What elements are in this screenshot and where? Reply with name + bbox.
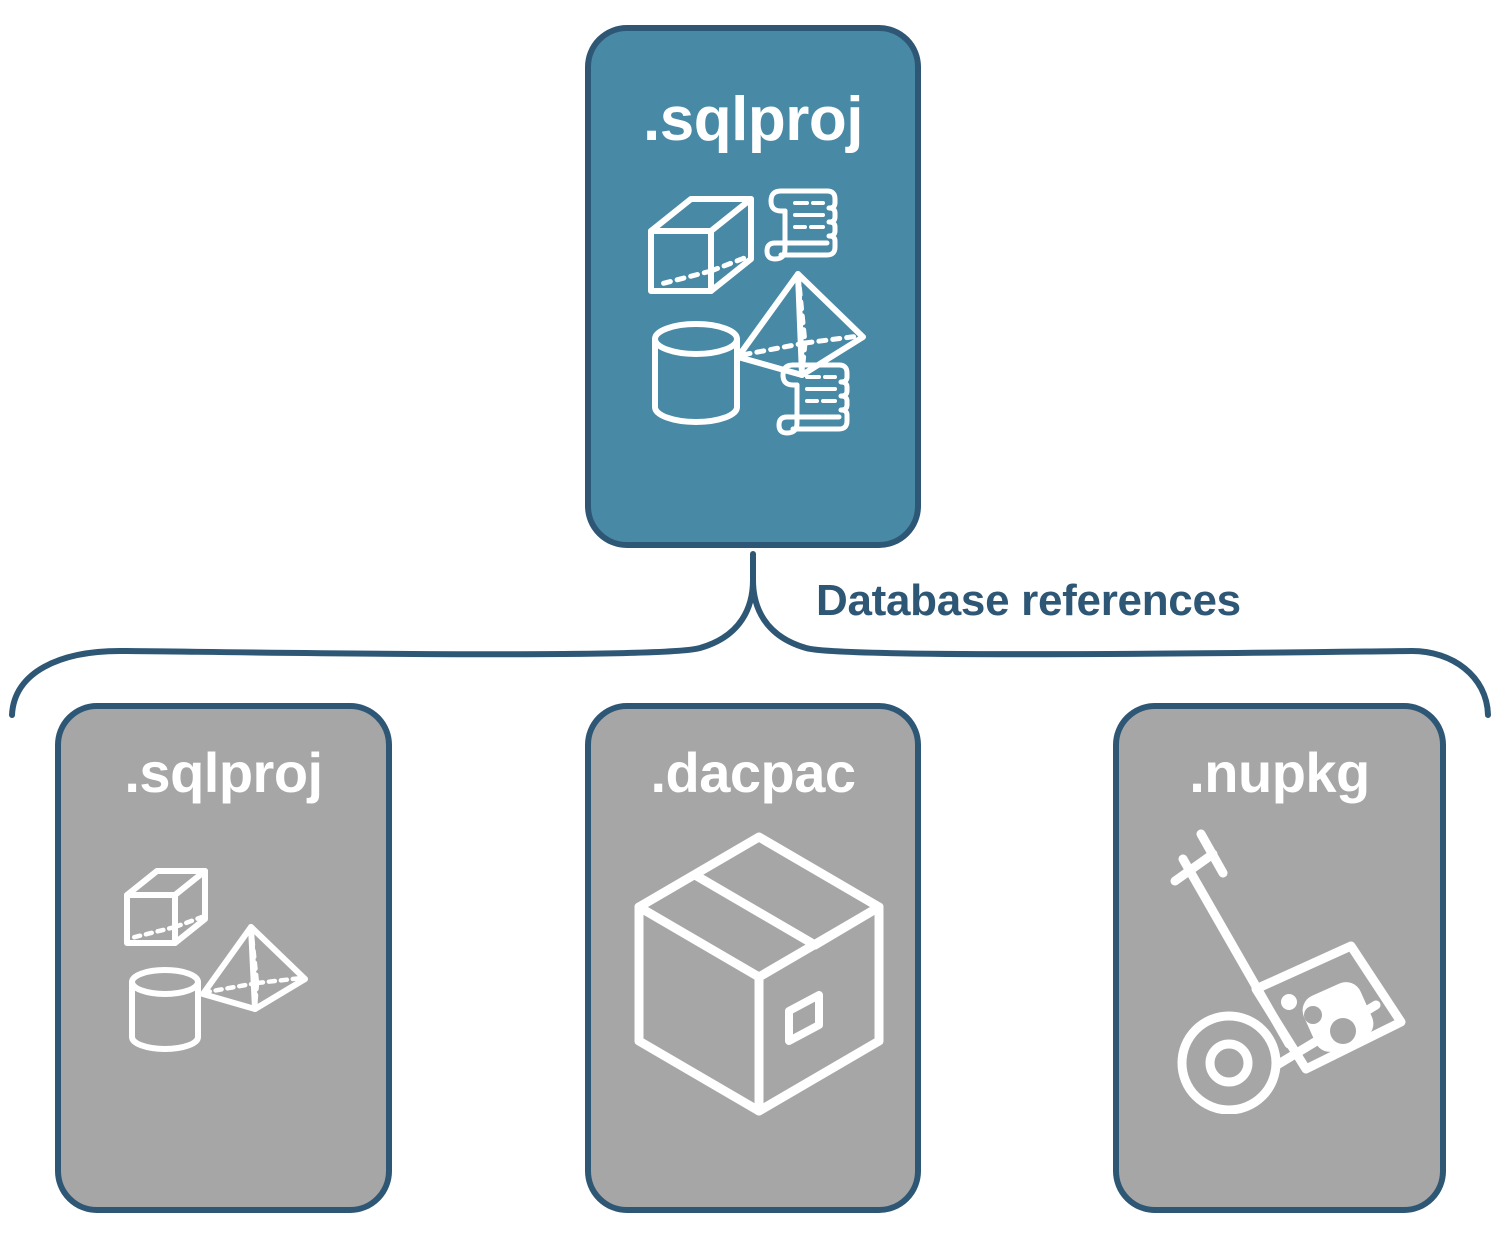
pyramid-wireframe [200, 924, 308, 1012]
scroll-top-icon [764, 188, 838, 262]
cube-wireframe [648, 196, 754, 294]
database-objects-icon [119, 857, 344, 1072]
root-node-label: .sqlproj [643, 85, 863, 154]
reference-label-dacpac: .dacpac [650, 741, 856, 804]
brace-left-arm [9, 577, 756, 718]
cylinder-wireframe [652, 321, 740, 425]
pyramid-wireframe [735, 271, 866, 378]
reference-card-dacpac[interactable]: .dacpac [585, 703, 921, 1213]
cube-wireframe [124, 868, 208, 946]
database-objects-icon [639, 179, 879, 439]
nuget-logo-holes [1304, 1006, 1356, 1044]
reference-card-nupkg[interactable]: .nupkg [1113, 703, 1446, 1213]
reference-card-sqlproj[interactable]: .sqlproj [55, 703, 392, 1213]
nuget-logo-marks [1281, 982, 1374, 1052]
root-node-sqlproj-card[interactable]: .sqlproj [585, 25, 921, 548]
package-box-icon [629, 829, 889, 1119]
hand-truck-icon [1161, 829, 1416, 1115]
connector-label: Database references [816, 576, 1241, 625]
reference-label-nupkg: .nupkg [1189, 741, 1370, 804]
reference-label-sqlproj: .sqlproj [124, 741, 323, 804]
cylinder-wireframe [129, 967, 201, 1052]
nuget-package-box [1251, 941, 1406, 1074]
wheel [1177, 1011, 1281, 1115]
scroll-bottom-icon [776, 362, 850, 436]
shipping-box [634, 832, 884, 1116]
